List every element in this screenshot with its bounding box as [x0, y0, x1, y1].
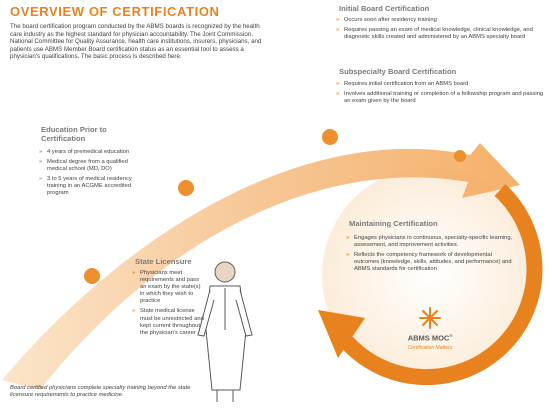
progress-arc-arrow: [2, 143, 520, 390]
education-heading-line1: Education Prior to: [41, 125, 107, 134]
abms-moc-registered-mark: ®: [449, 333, 453, 338]
maintenance-cycle-arrow: [338, 184, 543, 386]
abms-moc-logo-text: ABMS MOC®: [400, 333, 460, 343]
milestone-dot-maintaining: [454, 150, 466, 162]
intro-paragraph: The board certification program conducte…: [10, 23, 262, 61]
list-item: Requires passing an exam of medical know…: [335, 27, 545, 41]
physician-figure-icon: [197, 261, 253, 402]
state-licensure-heading: State Licensure: [135, 257, 192, 266]
initial-certification-heading: Initial Board Certification: [339, 4, 430, 13]
maintaining-certification-list: Engages physicians in continuous, specia…: [345, 235, 515, 276]
list-item: Reflects the competency framework of dev…: [345, 252, 515, 273]
education-list: 4 years of premedical education Medical …: [38, 149, 133, 201]
maintaining-certification-heading: Maintaining Certification: [349, 219, 438, 228]
abms-moc-star-logo-icon: [419, 307, 441, 329]
orange-arrow-icon: [318, 310, 365, 358]
list-item: Involves additional training or completi…: [335, 91, 545, 105]
list-item: Medical degree from a qualified medical …: [38, 159, 133, 173]
list-item: State medical license must be unrestrict…: [131, 308, 205, 336]
page-title: OVERVIEW OF CERTIFICATION: [10, 4, 220, 19]
milestone-dot-education: [84, 268, 100, 284]
education-heading: Education Prior to Certification: [41, 125, 107, 143]
list-item: 3 to 5 years of medical residency traini…: [38, 176, 133, 197]
initial-certification-list: Occurs soon after residency training Req…: [335, 17, 545, 44]
milestone-dot-initial: [322, 129, 338, 145]
list-item: Physicians meet requirements and pass an…: [131, 270, 205, 305]
abms-moc-tagline: Certification Matters: [407, 345, 453, 351]
list-item: Requires initial certification from an A…: [335, 81, 545, 88]
list-item: 4 years of premedical education: [38, 149, 133, 156]
list-item: Occurs soon after residency training: [335, 17, 545, 24]
maintenance-circle: [322, 167, 538, 383]
abms-moc-name: ABMS MOC: [407, 333, 450, 343]
subspecialty-certification-list: Requires initial certification from an A…: [335, 81, 545, 108]
subspecialty-certification-heading: Subspecialty Board Certification: [339, 67, 457, 76]
state-licensure-list: Physicians meet requirements and pass an…: [131, 270, 205, 340]
footnote: Board certified physicians complete spec…: [10, 385, 191, 399]
list-item: Engages physicians in continuous, specia…: [345, 235, 515, 249]
education-heading-line2: Certification: [41, 134, 86, 143]
milestone-dot-state: [178, 180, 194, 196]
